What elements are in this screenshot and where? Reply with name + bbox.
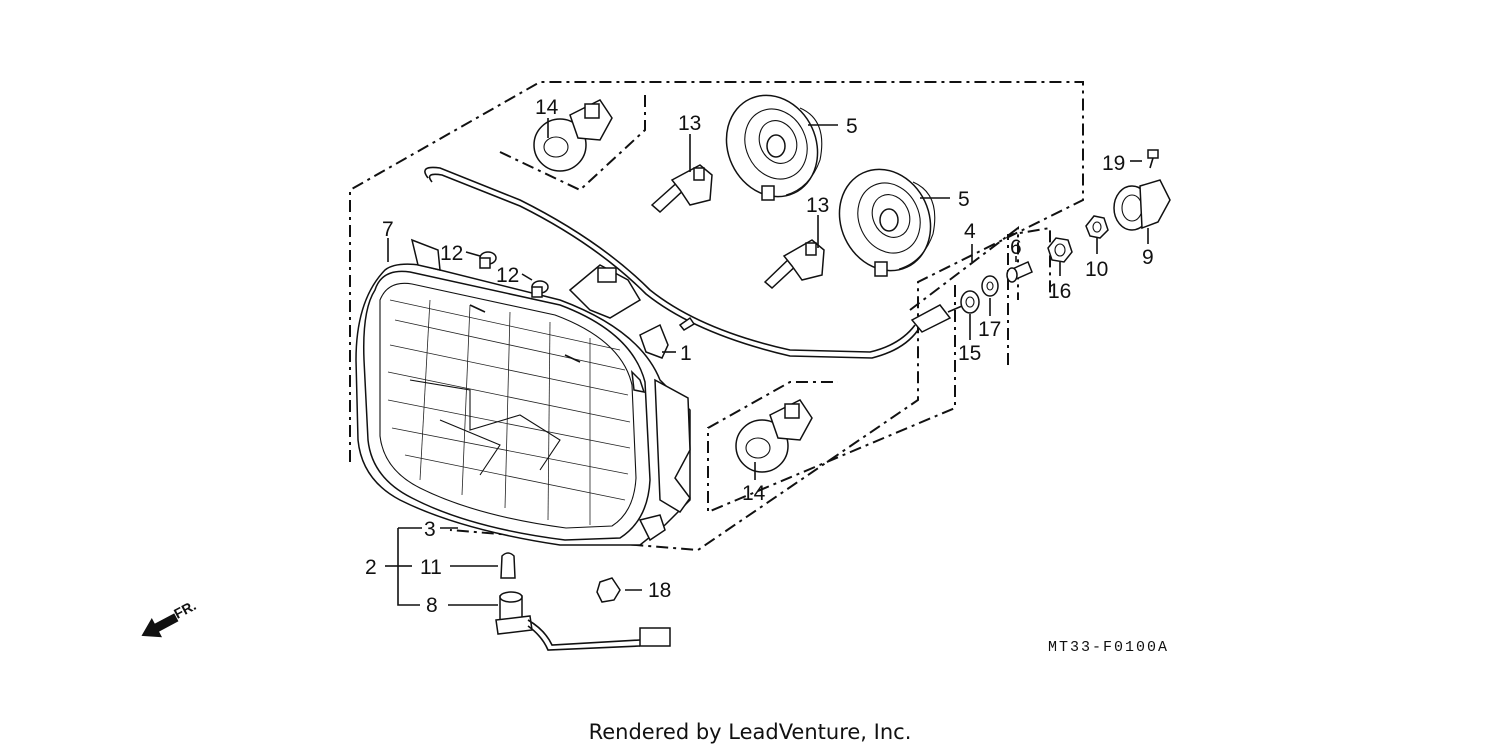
callout-6: 6 xyxy=(1010,236,1022,259)
callout-11: 11 xyxy=(420,556,442,579)
front-arrow-icon xyxy=(141,613,179,638)
bulb-13-lower xyxy=(763,239,825,290)
callout-2: 2 xyxy=(365,556,377,579)
bulb-14-upper xyxy=(533,99,613,172)
grommet-18 xyxy=(596,577,621,603)
callout-12-a: 12 xyxy=(440,242,463,265)
screw-12-b xyxy=(531,280,549,298)
callout-9: 9 xyxy=(1142,246,1154,269)
footer-credit: Rendered by LeadVenture, Inc. xyxy=(589,720,912,744)
callout-7: 7 xyxy=(382,218,394,241)
wire-harness xyxy=(424,166,963,359)
bulb-13-upper xyxy=(650,164,713,214)
callout-12-b: 12 xyxy=(496,264,519,287)
diagram-code: MT33-F0100A xyxy=(1048,639,1169,656)
callout-5-lower: 5 xyxy=(958,188,970,211)
nut-16 xyxy=(1047,237,1073,263)
leader-lines xyxy=(387,118,1149,606)
callout-labels: 1 2 3 4 5 5 6 7 8 9 10 11 12 12 13 13 14… xyxy=(365,96,1154,617)
washer-15 xyxy=(960,290,980,314)
callout-10: 10 xyxy=(1085,258,1108,281)
bulb-11 xyxy=(500,552,516,579)
grommet-9 xyxy=(1113,179,1171,231)
callout-1: 1 xyxy=(680,342,692,365)
callout-18: 18 xyxy=(648,579,671,602)
callout-14-upper: 14 xyxy=(535,96,559,119)
front-direction-indicator: FR. xyxy=(141,597,199,638)
callout-5-upper: 5 xyxy=(846,115,858,138)
callout-3: 3 xyxy=(424,518,436,541)
callout-8: 8 xyxy=(426,594,438,617)
nut-10 xyxy=(1085,215,1109,239)
callout-14-lower: 14 xyxy=(742,482,766,505)
screw-19 xyxy=(1147,149,1159,169)
bulb-14-lower xyxy=(735,399,813,473)
callout-13-upper: 13 xyxy=(678,112,701,135)
screw-12-a xyxy=(479,251,497,269)
dust-cover-5-lower xyxy=(838,168,936,277)
socket-8 xyxy=(495,591,671,651)
washer-17 xyxy=(981,275,999,297)
callout-19: 19 xyxy=(1102,152,1125,175)
callout-13-lower: 13 xyxy=(806,194,829,217)
bracket-lines xyxy=(385,527,458,606)
dust-cover-5-upper xyxy=(725,94,823,201)
callout-4: 4 xyxy=(964,220,976,243)
callout-16: 16 xyxy=(1048,280,1071,303)
bolt-6 xyxy=(1006,260,1033,283)
callout-17: 17 xyxy=(978,318,1001,341)
headlight-unit xyxy=(355,238,691,546)
callout-15: 15 xyxy=(958,342,981,365)
lens-pattern xyxy=(387,299,631,525)
